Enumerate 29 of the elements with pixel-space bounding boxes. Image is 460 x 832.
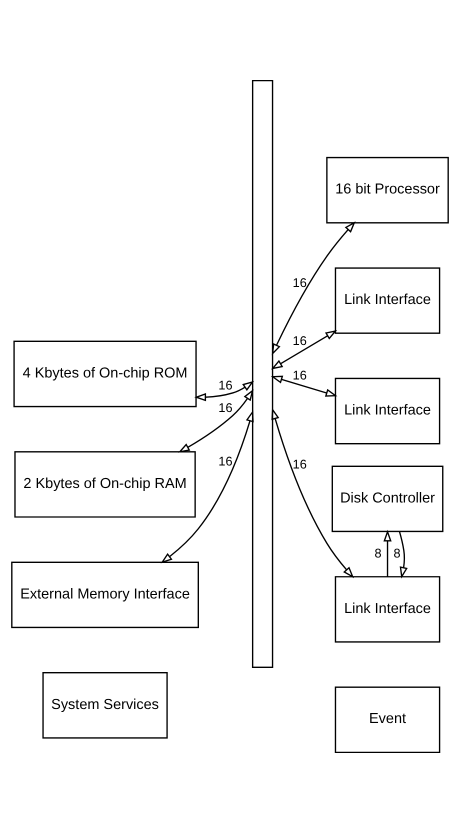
node-box: 16 bit Processor [326, 156, 449, 223]
edge-label: 16 [218, 400, 233, 415]
node-box: Link Interface [334, 266, 440, 334]
edge-label: 16 [218, 454, 233, 468]
node-box: Link Interface [334, 576, 440, 642]
node-box: 4 Kbytes of On-chip ROM [13, 340, 197, 407]
arrow [270, 375, 338, 396]
arrow [194, 380, 254, 401]
arrow [160, 410, 254, 563]
node-box: Link Interface [334, 377, 440, 444]
edge-label: 8 [374, 546, 382, 560]
node-bar [252, 79, 274, 668]
node-box: External Memory Interface [11, 561, 199, 628]
edge-label: 16 [292, 368, 307, 382]
edge-label: 8 [394, 546, 401, 560]
node-box: System Services [42, 672, 168, 738]
edge-label: 16 [292, 334, 307, 348]
arrow [383, 529, 392, 576]
edge-label: 16 [292, 456, 307, 471]
arrow [270, 330, 338, 369]
node-box: Event [334, 686, 440, 753]
arrow [398, 530, 408, 578]
edge-label: 16 [292, 276, 307, 290]
node-box: Disk Controller [332, 465, 444, 532]
edge-label: 16 [218, 378, 233, 392]
arrow [178, 388, 254, 452]
arrow [272, 220, 356, 355]
node-box: 2 Kbytes of On-chip RAM [14, 450, 196, 518]
arrow [271, 407, 354, 578]
